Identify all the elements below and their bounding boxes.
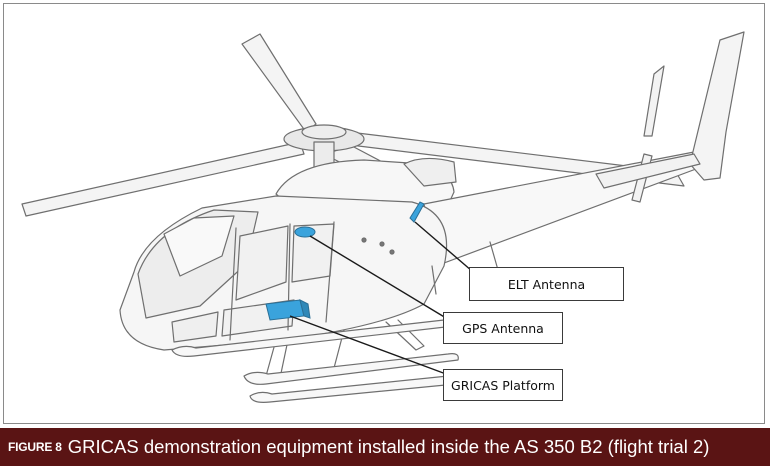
- gps-antenna-label: GPS Antenna: [443, 312, 563, 344]
- skid-strut-rear: [385, 319, 425, 351]
- gricas-platform-label: GRICAS Platform: [443, 369, 563, 401]
- gps-antenna-marker: [294, 226, 316, 238]
- caption-text: GRICAS demonstration equipment installed…: [67, 436, 710, 457]
- lower-window: [171, 311, 219, 343]
- elt-antenna-label: ELT Antenna: [469, 267, 624, 301]
- figure-frame: ELT Antenna GPS Antenna GRICAS Platform: [3, 3, 765, 424]
- rotor-blade-back-left: [241, 33, 317, 133]
- exhaust: [403, 157, 457, 187]
- figure-number: FIGURE 8: [8, 440, 62, 454]
- helicopter-illustration: [21, 31, 745, 403]
- elt-antenna-marker: [409, 201, 425, 223]
- gricas-leader-line: [289, 315, 447, 375]
- landing-skid-left: [243, 353, 459, 385]
- gricas-platform-marker: [265, 299, 305, 321]
- horizontal-stabilizer: [595, 153, 701, 189]
- rotor-blade-front-left: [21, 141, 305, 217]
- tail-rotor-blade-top: [643, 65, 665, 137]
- gps-leader-line: [309, 235, 447, 319]
- figure-caption: FIGURE 8 GRICAS demonstration equipment …: [0, 428, 770, 466]
- front-door-window: [235, 225, 289, 301]
- elt-leader-line: [414, 221, 473, 272]
- tail-fin: [689, 31, 745, 181]
